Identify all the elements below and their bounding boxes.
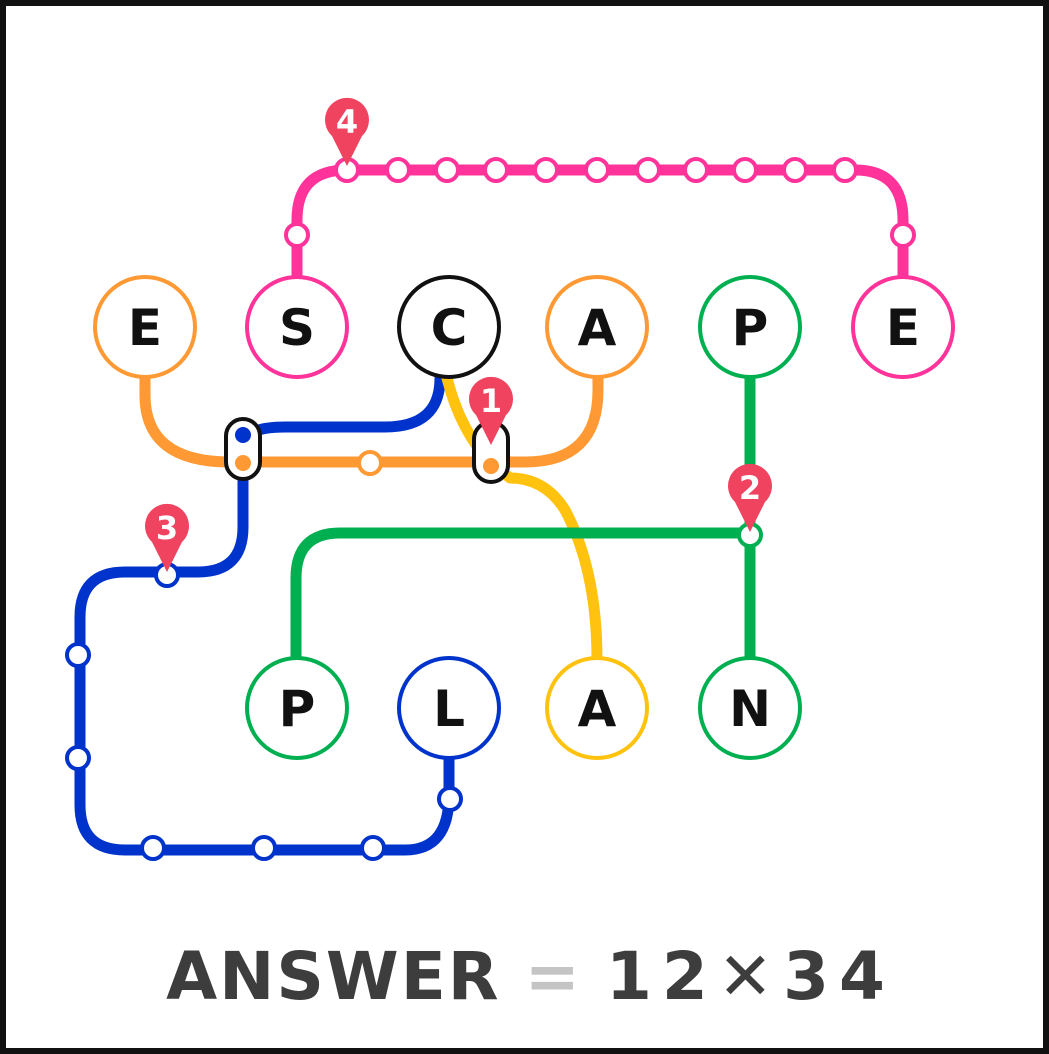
- interchange-blue-orange: [224, 417, 262, 481]
- bottom-letter-4-letter: N: [729, 680, 771, 738]
- top-letter-4-letter: A: [578, 299, 617, 357]
- marker-3-number: 3: [156, 509, 178, 547]
- pink-station: [890, 222, 916, 248]
- top-letter-6: E: [851, 275, 955, 379]
- bottom-letter-2: L: [397, 656, 501, 760]
- blue-line: [74, 372, 455, 856]
- marker-1-number: 1: [480, 382, 502, 420]
- pink-station: [683, 157, 709, 183]
- marker-1: 1: [469, 376, 513, 445]
- pink-station: [385, 157, 411, 183]
- blue-station: [65, 745, 91, 771]
- yellow-line: [441, 372, 603, 666]
- marker-2-number: 2: [739, 469, 761, 507]
- answer-equals: =: [524, 938, 582, 1015]
- answer-value: 12✕34: [605, 938, 895, 1015]
- marker-3: 3: [145, 503, 189, 572]
- pink-station: [284, 222, 310, 248]
- pink-station: [483, 157, 509, 183]
- blue-station: [437, 786, 463, 812]
- answer-label: ANSWER: [166, 938, 501, 1015]
- blue-station: [140, 835, 166, 861]
- bottom-letter-1-letter: P: [279, 680, 316, 738]
- bottom-letter-1: P: [245, 656, 349, 760]
- pink-line: [291, 164, 909, 291]
- green-line-horizontal: [290, 527, 756, 666]
- top-letter-1-letter: E: [128, 299, 162, 357]
- top-letter-3-letter: C: [431, 299, 468, 357]
- pink-station: [635, 157, 661, 183]
- blue-station: [65, 642, 91, 668]
- blue-station: [360, 835, 386, 861]
- marker-4: 4: [325, 97, 369, 166]
- pink-station: [584, 157, 610, 183]
- blue-station: [251, 835, 277, 861]
- metro-map: E S C A P E P L A N 1 2 3 4: [65, 97, 955, 861]
- orange-station: [357, 450, 383, 476]
- letter-stations: E S C A P E P L A N: [93, 275, 955, 760]
- marker-4-number: 4: [336, 103, 358, 141]
- bottom-letter-4: N: [698, 656, 802, 760]
- pink-station: [732, 157, 758, 183]
- top-letter-4: A: [545, 275, 649, 379]
- top-letter-2: S: [245, 275, 349, 379]
- top-letter-6-letter: E: [886, 299, 920, 357]
- stations: [65, 157, 916, 861]
- pink-station: [533, 157, 559, 183]
- bottom-letter-3-letter: A: [578, 680, 617, 738]
- bottom-letter-2-letter: L: [433, 680, 465, 738]
- bottom-letter-3: A: [545, 656, 649, 760]
- top-letter-5-letter: P: [732, 299, 769, 357]
- number-markers: 1 2 3 4: [145, 97, 773, 572]
- pink-station: [782, 157, 808, 183]
- top-letter-3: C: [397, 275, 501, 379]
- orange-line: [139, 369, 604, 468]
- top-letter-5: P: [698, 275, 802, 379]
- top-letter-1: E: [93, 275, 197, 379]
- pink-station: [832, 157, 858, 183]
- top-letter-2-letter: S: [279, 299, 315, 357]
- answer-line: ANSWER = 12✕34: [6, 938, 1049, 1015]
- pink-station: [434, 157, 460, 183]
- marker-2: 2: [728, 463, 773, 532]
